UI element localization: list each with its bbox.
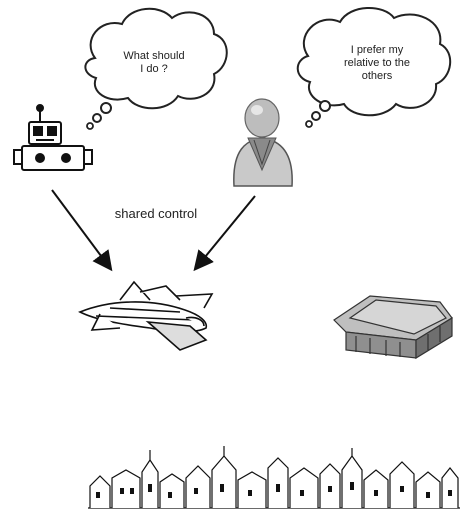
robot-thought-text: What should I do ? — [106, 50, 202, 76]
human-thought-text: I prefer my relative to the others — [322, 44, 432, 83]
robot-thought-line2: I do ? — [106, 63, 202, 76]
town-skyline — [88, 446, 460, 508]
robot-to-vehicle-arrow — [52, 190, 110, 268]
building-icon — [334, 296, 452, 358]
human-thought-line3: others — [322, 70, 432, 83]
human-thought-line1: I prefer my — [322, 44, 432, 57]
shared-control-label: shared control — [96, 207, 216, 220]
robot-icon — [14, 105, 92, 170]
robot-thought-line1: What should — [106, 50, 202, 63]
spaceship-icon — [80, 282, 212, 350]
human-thought-line2: relative to the — [322, 57, 432, 70]
human-icon — [234, 99, 292, 186]
